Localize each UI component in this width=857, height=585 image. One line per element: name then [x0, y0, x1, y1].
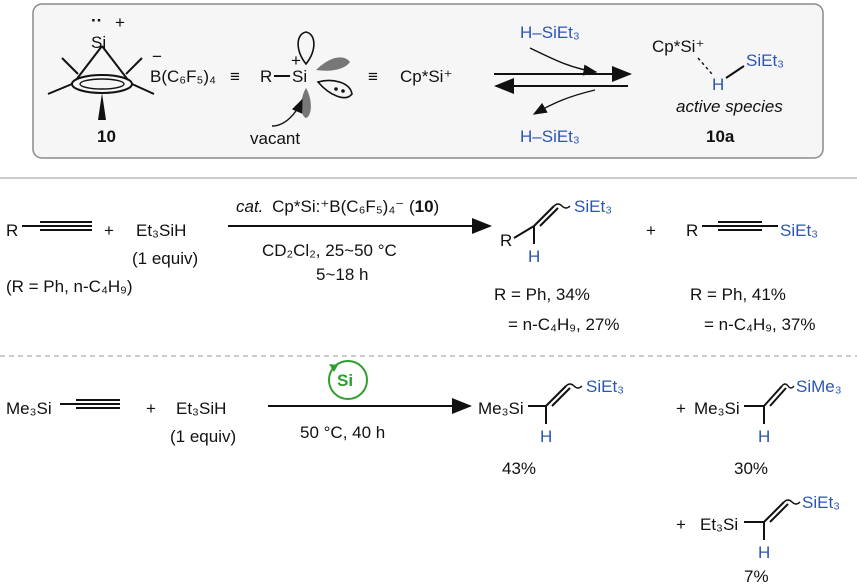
r1-alkyne-r: R: [6, 221, 18, 240]
reaction-1: R + Et₃SiH (1 equiv) (R = Ph, n-C₄H₉) ca…: [6, 197, 818, 334]
active-species-10a: Cp*Si⁺ H SiEt₃ active species 10a: [652, 37, 784, 146]
r2-plus: +: [146, 399, 156, 418]
r1-conditions-2: 5~18 h: [316, 265, 368, 284]
r1-silane-text: Et₃SiH: [136, 221, 186, 240]
r2-catalyst-symbol: Si: [337, 371, 353, 390]
r1-catalyst: cat. Cp*Si:⁺B(C₆F₅)₄⁻ (10): [236, 197, 439, 216]
r2-p3-yield: 7%: [744, 567, 769, 585]
r1-prod1-yield-1: R = Ph, 34%: [494, 285, 590, 304]
si-charge: +: [115, 13, 125, 32]
r2-p3-h: H: [758, 543, 770, 562]
r2-conditions: 50 °C, 40 h: [300, 423, 385, 442]
hydrosilane-out: H–SiEt₃: [520, 127, 580, 146]
r2-p3-left: Et₃Si: [700, 515, 738, 534]
compound-label-10a: 10a: [706, 127, 735, 146]
r1-plus-2: +: [646, 221, 656, 240]
r1-prod1-h: H: [528, 247, 540, 266]
r1-catalyst-body: Cp*Si:⁺B(C₆F₅)₄⁻ (: [272, 197, 415, 216]
silylium-orbital-picture: R Si + vacant: [250, 31, 353, 148]
active-sieet: SiEt₃: [746, 51, 784, 70]
r1-conditions-1: CD₂Cl₂, 25~50 °C: [262, 241, 397, 260]
active-h: H: [712, 75, 724, 94]
r2-p2-left: Me₃Si: [694, 399, 740, 418]
r-group: R: [260, 67, 272, 86]
anion-label: B(C₆F₅)₄: [150, 67, 216, 86]
r2-p2-si: SiMe₃: [796, 377, 842, 396]
r1-prod2-yield-1: R = Ph, 41%: [690, 285, 786, 304]
cp-star-silicon-cation: Si ·· +: [47, 11, 155, 120]
anion-charge: −: [152, 47, 162, 66]
r1-catalyst-prefix: cat.: [236, 197, 263, 216]
r1-prod1-yield-2: = n-C₄H₉, 27%: [508, 315, 619, 334]
r2-silane-equiv: (1 equiv): [170, 427, 236, 446]
r2-p1-h: H: [540, 427, 552, 446]
catalyst-panel: [32, 3, 824, 159]
r2-alkyne: Me₃Si: [6, 399, 52, 418]
cp-si-cation: Cp*Si⁺: [400, 67, 452, 86]
r2-p1-si: SiEt₃: [586, 377, 624, 396]
compound-label-10: 10: [97, 127, 116, 146]
equiv-symbol-2: ≡: [368, 67, 378, 86]
si-lone-pair: ··: [91, 11, 102, 30]
r1-silane-equiv: (1 equiv): [132, 249, 198, 268]
r2-plus-2: +: [676, 399, 686, 418]
equiv-symbol-1: ≡: [230, 67, 240, 86]
r1-prod2-r: R: [686, 221, 698, 240]
r2-p1-yield: 43%: [502, 459, 536, 478]
si-label: Si: [91, 33, 106, 52]
r2-silane: Et₃SiH: [176, 399, 226, 418]
silylium-si: Si: [292, 67, 307, 86]
r2-p2-yield: 30%: [734, 459, 768, 478]
r1-prod1-r: R: [500, 231, 512, 250]
active-species-label: active species: [676, 97, 783, 116]
vacant-label: vacant: [250, 129, 300, 148]
si-catalyst-cycle-icon: Si: [328, 360, 368, 400]
r1-prod2-si: SiEt₃: [780, 221, 818, 240]
r1-catalyst-close: ): [434, 197, 440, 216]
r2-plus-3: +: [676, 515, 686, 534]
reaction-2: Me₃Si + Et₃SiH (1 equiv) Si 50 °C, 40 h …: [6, 360, 842, 585]
r1-silane: Et₃SiH: [136, 221, 186, 240]
r1-prod2-yield-2: = n-C₄H₉, 37%: [704, 315, 815, 334]
r1-r-definition: (R = Ph, n-C₄H₉): [6, 277, 133, 296]
r2-p1-left: Me₃Si: [478, 399, 524, 418]
active-cp-si: Cp*Si⁺: [652, 37, 704, 56]
r1-plus: +: [104, 221, 114, 240]
r2-p3-si: SiEt₃: [802, 493, 840, 512]
silylium-charge: +: [291, 51, 301, 70]
r1-catalyst-num: 10: [415, 197, 434, 216]
r1-prod1-si: SiEt₃: [574, 197, 612, 216]
hydrosilane-in: H–SiEt₃: [520, 23, 580, 42]
r2-p2-h: H: [758, 427, 770, 446]
